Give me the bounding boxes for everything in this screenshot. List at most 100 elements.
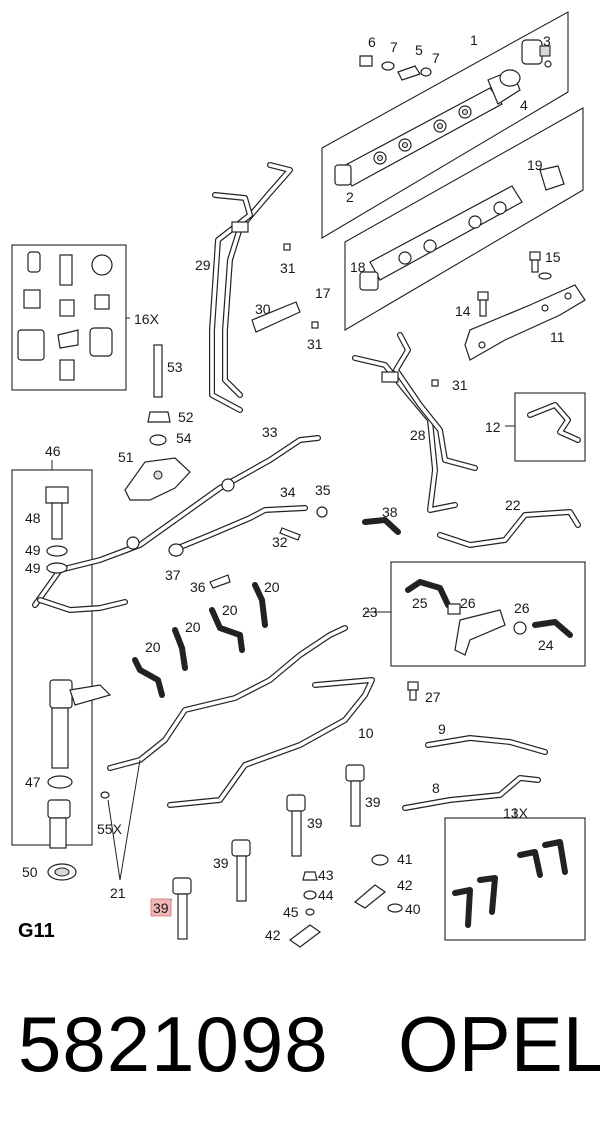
label-11: 11 xyxy=(550,329,565,345)
bracket-11 xyxy=(464,284,586,361)
pipe-12-detail xyxy=(527,402,581,443)
label-31a: 31 xyxy=(280,260,296,276)
label-45: 45 xyxy=(283,904,299,920)
bolt-14 xyxy=(477,291,489,317)
small-hardware-32-35-36-37 xyxy=(168,506,328,589)
injector-box-parts xyxy=(45,486,112,849)
label-20c: 20 xyxy=(222,602,238,618)
label-17: 17 xyxy=(315,285,331,301)
label-34: 34 xyxy=(280,484,296,500)
label-7a: 7 xyxy=(390,39,398,55)
leak-off-connectors-20 xyxy=(132,582,268,698)
label-2: 2 xyxy=(346,189,354,205)
hose-kit-23-parts xyxy=(405,579,573,656)
pipe-22 xyxy=(437,509,581,548)
label-37: 37 xyxy=(165,567,181,583)
label-22: 22 xyxy=(505,497,521,513)
pipe-34 xyxy=(175,505,308,551)
label-23: 23 xyxy=(362,604,378,620)
label-4: 4 xyxy=(520,97,528,113)
label-20a: 20 xyxy=(145,639,161,655)
pipe-29 xyxy=(209,162,293,413)
label-49a: 49 xyxy=(25,542,41,558)
label-29: 29 xyxy=(195,257,211,273)
label-50: 50 xyxy=(22,864,38,880)
label-5: 5 xyxy=(415,42,423,58)
label-39c: 39 xyxy=(213,855,229,871)
label-24: 24 xyxy=(538,637,554,653)
label-16x: 16X xyxy=(134,311,160,327)
label-26b: 26 xyxy=(514,600,530,616)
label-44: 44 xyxy=(318,887,334,903)
label-13x: 13X xyxy=(503,805,529,821)
label-52: 52 xyxy=(178,409,194,425)
fuel-rail-upper-frame xyxy=(321,11,569,239)
injector-39-b xyxy=(286,794,306,857)
injector-39-a xyxy=(345,764,365,827)
rail-fittings-5-6-7 xyxy=(359,55,552,81)
label-7b: 7 xyxy=(432,50,440,66)
pressure-regulator xyxy=(499,39,551,87)
pipe-28 xyxy=(352,332,478,513)
kit-16x-parts xyxy=(17,251,113,381)
label-20d: 20 xyxy=(264,579,280,595)
label-39-highlighted: 39 xyxy=(153,900,169,916)
brand-name: OPEL xyxy=(398,1000,600,1088)
label-39b: 39 xyxy=(307,815,323,831)
highlight-box-39 xyxy=(150,898,172,917)
label-3: 3 xyxy=(543,33,551,49)
label-55x: 55X xyxy=(97,821,123,837)
part-number: 5821098 xyxy=(18,1000,329,1088)
label-21: 21 xyxy=(110,885,126,901)
screws-31 xyxy=(283,243,439,387)
label-15: 15 xyxy=(545,249,561,265)
label-9: 9 xyxy=(438,721,446,737)
seal-50 xyxy=(47,863,77,881)
label-10: 10 xyxy=(358,725,374,741)
hose-9 xyxy=(425,735,548,755)
label-53: 53 xyxy=(167,359,183,375)
label-26a: 26 xyxy=(460,595,476,611)
label-46: 46 xyxy=(45,443,61,459)
detail-12-box xyxy=(514,392,586,462)
label-1: 1 xyxy=(470,32,478,48)
clamp-hardware-40-45 xyxy=(288,854,403,948)
label-31b: 31 xyxy=(307,336,323,352)
label-27: 27 xyxy=(425,689,441,705)
pipe-8 xyxy=(402,775,541,811)
label-25: 25 xyxy=(412,595,428,611)
bolt-15 xyxy=(529,251,552,280)
label-43: 43 xyxy=(318,867,334,883)
leak-off-hose-10 xyxy=(167,677,375,808)
label-36: 36 xyxy=(190,579,206,595)
hose-kit-23-box xyxy=(390,561,586,667)
label-39a: 39 xyxy=(365,794,381,810)
leak-off-hose-21 xyxy=(107,625,348,771)
injector-39-c xyxy=(231,839,251,902)
label-18: 18 xyxy=(350,259,366,275)
fuel-rail-upper xyxy=(334,69,521,187)
label-47: 47 xyxy=(25,774,41,790)
stud-53-nut-52-washer-54 xyxy=(147,344,171,446)
label-42b: 42 xyxy=(265,927,281,943)
bolt-27 xyxy=(407,681,419,701)
label-42a: 42 xyxy=(397,877,413,893)
label-41: 41 xyxy=(397,851,413,867)
fuel-rail-lower-frame xyxy=(344,107,584,331)
kit-13x-parts xyxy=(452,839,568,928)
label-20b: 20 xyxy=(185,619,201,635)
section-code: G11 xyxy=(18,920,55,942)
label-6: 6 xyxy=(368,34,376,50)
label-54: 54 xyxy=(176,430,192,446)
label-51: 51 xyxy=(118,449,134,465)
label-19: 19 xyxy=(527,157,543,173)
parts-diagram: 1 2 3 4 5 6 7 7 8 9 10 11 12 13X 14 15 1… xyxy=(11,11,586,948)
label-33: 33 xyxy=(262,424,278,440)
leader-lines xyxy=(51,317,516,901)
label-40: 40 xyxy=(405,901,421,917)
label-35: 35 xyxy=(315,482,331,498)
label-12: 12 xyxy=(485,419,501,435)
seal-55x xyxy=(100,791,110,799)
fuel-rail-lower xyxy=(359,165,565,291)
label-49b: 49 xyxy=(25,560,41,576)
